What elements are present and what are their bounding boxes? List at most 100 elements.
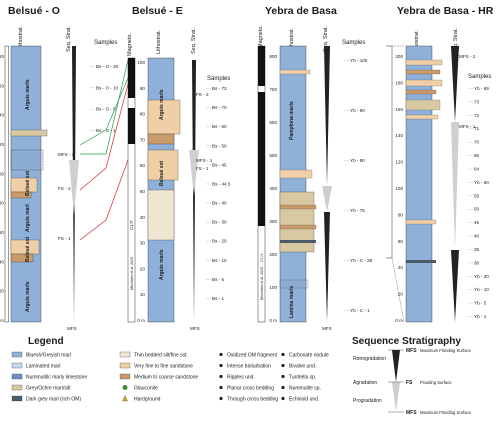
section-belsue-e: Belsué - E Magneto. Lithostrat. Seq. Str…: [127, 5, 231, 331]
sample-label: 35: [474, 247, 480, 252]
depth-tick-label: 200: [395, 54, 403, 59]
legend-swatch: [11, 395, 23, 402]
depth-tick-label: 120: [395, 160, 403, 165]
fs2-label-2: FS - 2: [196, 92, 209, 97]
sample-label: Bs - 40: [212, 201, 227, 206]
svg-text:Arguis marls: Arguis marls: [159, 249, 165, 280]
legend-label: Glauconite: [134, 386, 158, 392]
sample-label: 72: [474, 113, 480, 118]
section-title-belsue-e: Belsué - E: [132, 5, 183, 17]
samples-label-1: Samples: [94, 40, 117, 46]
legend-title: Legend: [28, 336, 64, 347]
legend-symbol-label: Oxidized OM fragment: [227, 353, 278, 359]
section-title-belsue-o: Belsué - O: [8, 5, 60, 17]
samples-label-4: Samples: [468, 74, 491, 80]
normal-polarity: [128, 58, 135, 98]
depth-tick-label: 20: [0, 289, 4, 294]
legend-symbol-label: Planar cross bedding: [227, 386, 274, 392]
legend-label: Nummulitic marly limestone: [26, 375, 87, 381]
svg-text:Lamine marls: Lamine marls: [289, 286, 295, 318]
depth-tick-label: 180: [0, 54, 4, 59]
zero-label: 0 m: [137, 318, 145, 323]
sandstone-bed: [10, 177, 38, 193]
legend-symbol-icon: [219, 385, 223, 390]
legend-symbol-icon: [281, 374, 285, 379]
seqstrat-label-2: Seq. Strat.: [191, 28, 197, 54]
svg-text:FS: FS: [406, 380, 413, 386]
depth-tick-label: 140: [395, 133, 403, 138]
legend-swatch: [122, 395, 128, 402]
legend-symbol-icon: [281, 385, 285, 390]
formation-labels-3: Pamplona marls Lamine marls: [289, 101, 295, 318]
lithology-column-3: [279, 45, 307, 323]
mfs1-label-2: MFS - 1: [196, 158, 213, 163]
sandstone-bed: [147, 149, 179, 181]
lithostrat-label-4: Lithostrat.: [414, 29, 420, 54]
depth-tick-label: 20: [140, 266, 146, 271]
prog-wedge: [392, 382, 400, 412]
sequence-stratigraphy-key: Sequence Stratigraphy Retrogradation Agr…: [352, 336, 472, 416]
seq-title: Sequence Stratigraphy: [352, 336, 461, 347]
laminated-bed: [10, 149, 44, 171]
thin-bedded-silt: [147, 189, 175, 241]
fs1-label-1: FS - 1: [58, 236, 71, 241]
normal-polarity: [128, 108, 135, 144]
depth-tick-label: 500: [269, 153, 277, 158]
sample-label: Bs - 60: [212, 124, 227, 129]
depth-tick-label: 60: [398, 239, 404, 244]
depth-tick-label: 800: [269, 54, 277, 59]
sample-label: Bs - 70: [212, 105, 227, 110]
retro-wedge: [392, 350, 400, 382]
depth-tick-label: 20: [398, 292, 404, 297]
depth-tick-label: 600: [269, 120, 277, 125]
sample-label: Bs - 5: [212, 277, 224, 282]
sample-label: Bs - O - 5: [96, 107, 116, 112]
magneto-label-3: Magneto.: [258, 25, 264, 48]
legend-label: Dark grey marl (rich OM): [26, 397, 81, 403]
depth-tick-label: 200: [269, 252, 277, 257]
legend-symbol-icon: [219, 396, 223, 401]
svg-text:C18r: C18r: [129, 82, 134, 92]
mfs-base-1: MFS: [67, 326, 77, 331]
samples-label-3: Samples: [342, 40, 365, 46]
sandstone-bed: [147, 133, 175, 145]
depth-tick-label: 100: [137, 60, 145, 65]
formation-labels-1: Arguis marls Belsué sst Arguis marl Bels…: [25, 79, 31, 312]
legend-symbol-label: Ripples und.: [227, 375, 255, 381]
legend-swatch: [11, 384, 23, 391]
legend-symbol-icon: [281, 363, 285, 368]
sample-label: Bs - O - 1: [96, 128, 116, 133]
legend-swatch: [11, 362, 23, 369]
sample-label: Yb - 80: [350, 158, 365, 163]
svg-text:Mochales et al. 2020: Mochales et al. 2020: [130, 257, 134, 290]
svg-text:Mochales et al. 2020: Mochales et al. 2020: [260, 267, 264, 300]
sample-label: Yb - 90: [350, 108, 365, 113]
svg-text:Arguis marls: Arguis marls: [159, 89, 165, 120]
agra-label: Agradation: [353, 380, 377, 386]
sample-label: 71: [474, 126, 480, 131]
retro-label: Retrogradation: [353, 356, 386, 362]
zero-label: 0 m: [0, 318, 4, 323]
depth-tick-label: 80: [0, 201, 4, 206]
svg-text:C18n.1n: C18n.1n: [260, 66, 264, 80]
depth-tick-label: 90: [140, 86, 146, 91]
silt-bed: [10, 129, 48, 137]
legend-swatch: [119, 362, 131, 369]
correlation-lines-1-2: [79, 59, 129, 241]
legend-symbol-label: Carbonate nodule: [289, 353, 329, 359]
sample-label: 64: [474, 166, 480, 171]
sample-label: 45: [474, 220, 480, 225]
legend-symbol-label: Bivalve und.: [289, 364, 316, 370]
sample-label: Bs - 10: [212, 258, 227, 263]
legend-swatch: [119, 373, 131, 380]
sandstone-bed: [10, 253, 34, 263]
legend-swatch: [11, 351, 23, 358]
sample-label: 73: [474, 99, 480, 104]
depth-tick-label: 60: [0, 230, 4, 235]
sample-label: Yb - C - 28: [350, 258, 373, 263]
legend-label: Laminated marl: [26, 364, 60, 370]
sample-label: 65: [474, 153, 480, 158]
